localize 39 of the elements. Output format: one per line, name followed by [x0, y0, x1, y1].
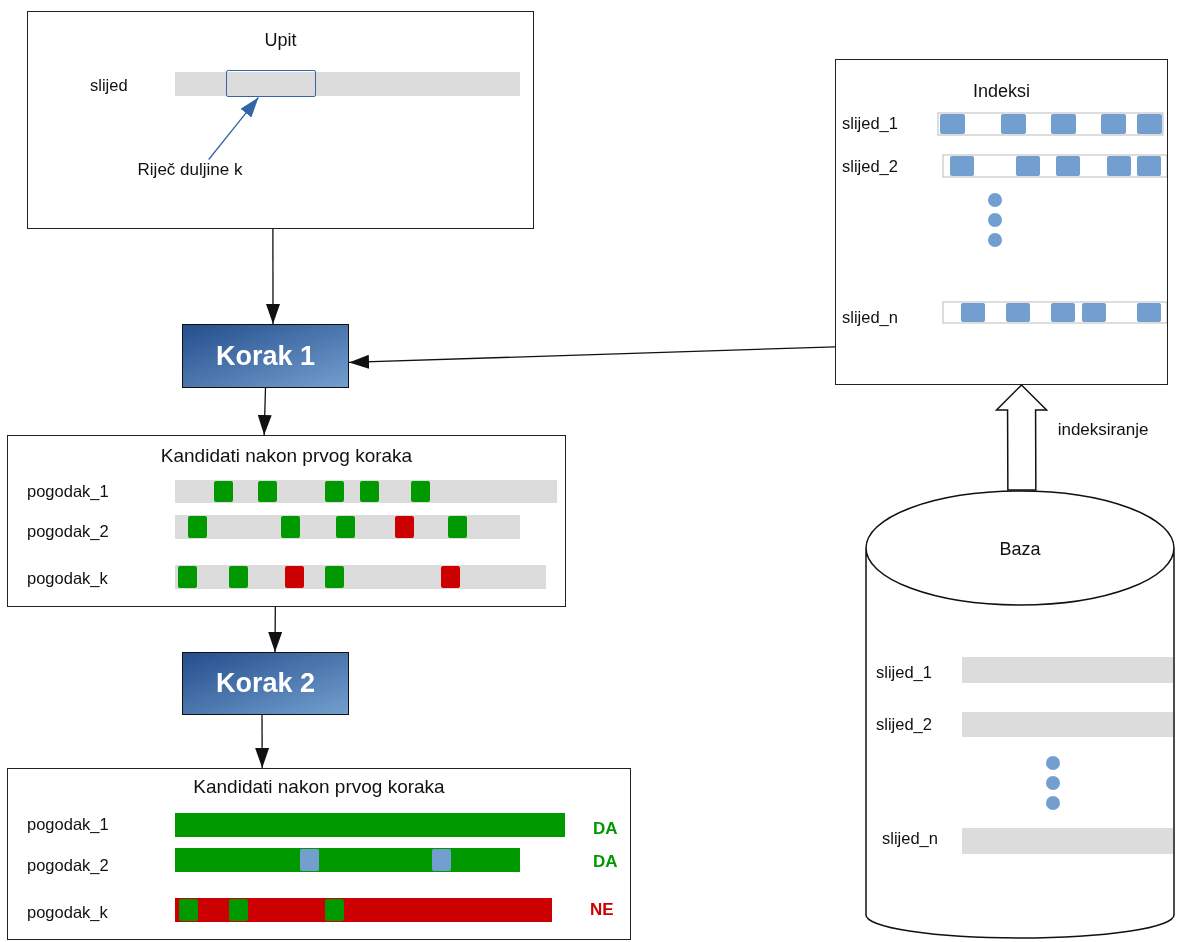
step-title: Korak 1: [215, 340, 316, 372]
callout-text: Riječ duljine k: [136, 160, 244, 180]
verdict-text: DA: [593, 819, 618, 839]
verdict-text: DA: [593, 852, 618, 872]
arrow: [348, 346, 836, 369]
panel-title: Indeksi: [971, 81, 1031, 102]
row-label: pogodak_2: [27, 521, 109, 541]
arrow: [266, 228, 280, 325]
results-panel: [7, 768, 631, 940]
leader-line: [208, 96, 260, 161]
arrow: [257, 387, 272, 436]
row-label: slijed: [90, 75, 128, 95]
row-label: pogodak_k: [27, 568, 108, 588]
step-box: [182, 324, 349, 388]
arrow: [268, 606, 283, 653]
row-label: pogodak_1: [27, 481, 109, 501]
row-label: slijed_2: [876, 714, 932, 734]
row-label: pogodak_2: [27, 855, 109, 875]
row-label: slijed_1: [842, 113, 898, 133]
index-panel: [835, 59, 1168, 385]
word-highlight-box: [226, 70, 316, 97]
block-arrow: [994, 383, 1049, 491]
row-label: slijed_n: [882, 828, 938, 848]
row-label: slijed_1: [876, 662, 932, 682]
step-box: [182, 652, 349, 715]
arrow: [255, 714, 270, 769]
panel-title: Kandidati nakon prvog koraka: [192, 776, 446, 798]
row-label: pogodak_1: [27, 814, 109, 834]
row-label: slijed_n: [842, 307, 898, 327]
query-panel: [27, 11, 534, 229]
candidates-panel: [7, 435, 566, 607]
verdict-text: NE: [590, 900, 614, 920]
panel-title: Upit: [263, 30, 298, 51]
row-label: slijed_2: [842, 156, 898, 176]
step-title: Korak 2: [215, 668, 316, 699]
row-label: pogodak_k: [27, 902, 108, 922]
panel-title: Baza: [998, 539, 1042, 560]
database-cylinder: [865, 490, 1175, 940]
panel-title: Kandidati nakon prvog koraka: [159, 445, 414, 467]
